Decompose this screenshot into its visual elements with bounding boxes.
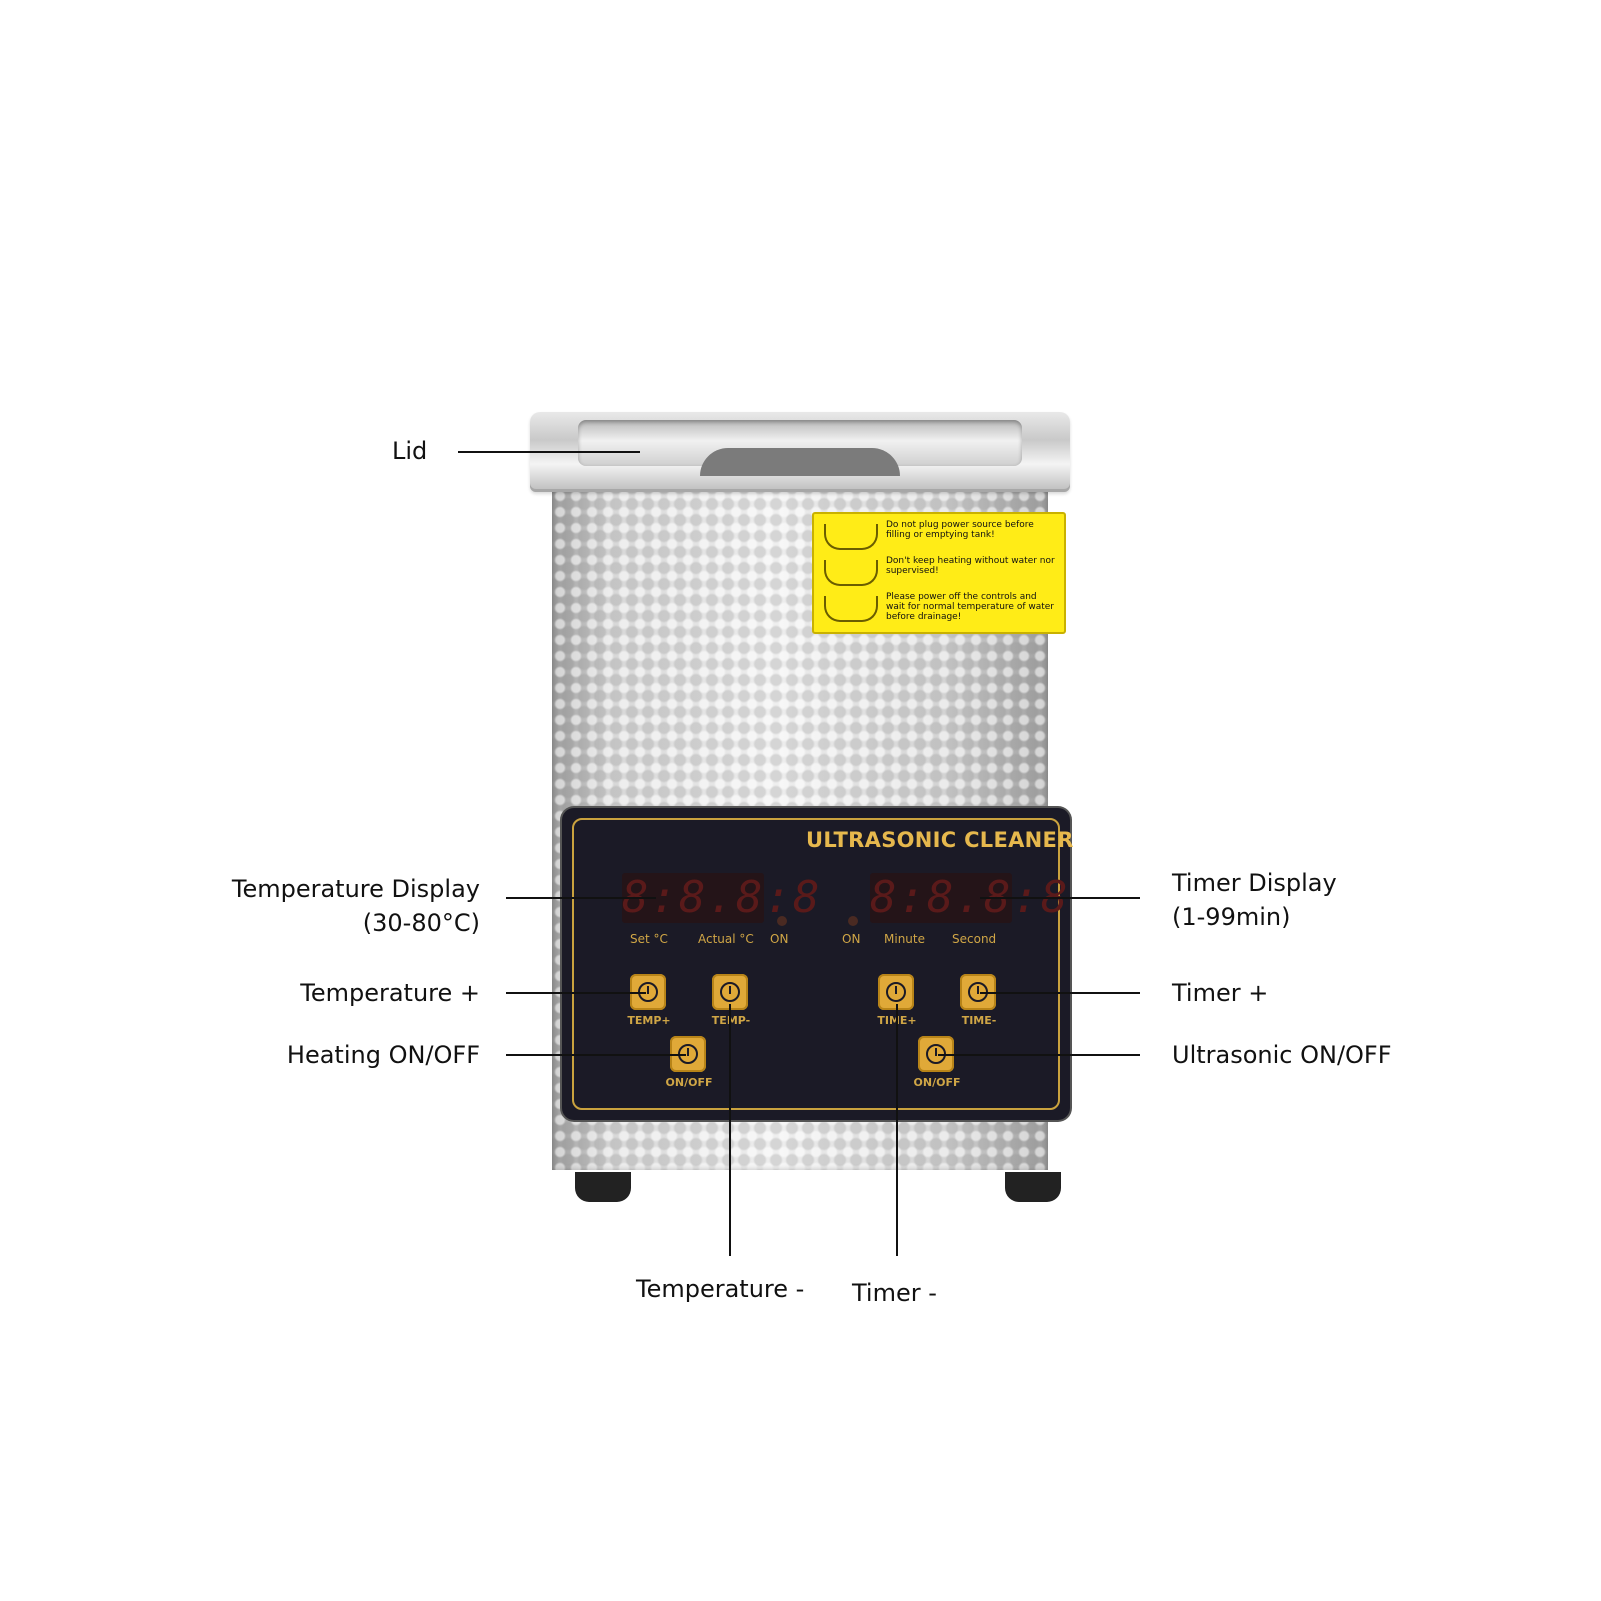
timer-minus-leader-line	[896, 1004, 898, 1256]
temperature-plus-callout: Temperature +	[300, 979, 480, 1007]
time-minus-label: TIME-	[961, 1014, 997, 1027]
timer-range-callout: (1-99min)	[1172, 903, 1291, 931]
time-minus-button[interactable]	[960, 974, 996, 1010]
temperature-range-callout: (30-80°C)	[362, 909, 480, 937]
control-panel	[562, 808, 1070, 1120]
temperature-minus-callout: Temperature -	[636, 1275, 805, 1303]
ultrasonic-on-off-label: ON/OFF	[913, 1076, 961, 1089]
timer-plus-callout: Timer +	[1172, 979, 1269, 1007]
heating-on-off-callout: Heating ON/OFF	[286, 1041, 480, 1069]
heating-on-label: ON	[770, 932, 789, 946]
heating-on-off-label: ON/OFF	[665, 1076, 713, 1089]
power-icon	[886, 982, 906, 1002]
drain-water-icon	[824, 596, 878, 622]
ultrasonic-led	[848, 916, 858, 926]
power-icon	[720, 982, 740, 1002]
warning-text: Do not plug power source before filling …	[886, 520, 1034, 540]
warning-text: Don't keep heating without water nor sup…	[886, 556, 1055, 576]
empty-tank-icon	[824, 524, 878, 550]
timer-minus-callout: Timer -	[852, 1279, 937, 1307]
warning-text: Please power off the controls and wait f…	[886, 592, 1055, 622]
no-water-heating-icon	[824, 560, 878, 586]
timer-plus-leader-line	[980, 992, 1140, 994]
timer-display-callout: Timer Display	[1172, 869, 1337, 897]
lid-handle	[700, 448, 900, 476]
temperature-minus-leader-line	[729, 1004, 731, 1256]
left-foot	[575, 1172, 631, 1202]
warning-row: Do not plug power source before filling …	[820, 520, 1060, 552]
heating-led	[777, 916, 787, 926]
temperature-display-callout: Temperature Display	[231, 875, 480, 903]
heating-on-off-leader-line	[506, 1054, 686, 1056]
panel-title: ULTRASONIC CLEANER	[806, 828, 1074, 852]
timer-display-leader-line	[980, 897, 1140, 899]
temp-minus-label: TEMP-	[711, 1014, 751, 1027]
ultrasonic-on-off-leader-line	[938, 1054, 1140, 1056]
right-foot	[1005, 1172, 1061, 1202]
warning-row: Please power off the controls and wait f…	[820, 592, 1060, 624]
lid-leader-line	[458, 451, 640, 453]
temperature-display: 8:8.8:8	[622, 872, 822, 923]
second-label: Second	[952, 932, 997, 946]
control-panel-border	[572, 818, 1060, 1110]
actual-temp-label: Actual °C	[698, 932, 754, 946]
temp-minus-button[interactable]	[712, 974, 748, 1010]
temperature-plus-leader-line	[506, 992, 646, 994]
minute-label: Minute	[884, 932, 925, 946]
warning-row: Don't keep heating without water nor sup…	[820, 556, 1060, 588]
warning-label: Do not plug power source before filling …	[812, 512, 1066, 634]
temp-plus-label: TEMP+	[627, 1014, 671, 1027]
ultrasonic-on-off-callout: Ultrasonic ON/OFF	[1172, 1041, 1392, 1069]
lid-callout: Lid	[392, 437, 428, 465]
set-temp-label: Set °C	[630, 932, 668, 946]
ultrasonic-on-label: ON	[842, 932, 861, 946]
temperature-display-leader-line	[506, 897, 656, 899]
